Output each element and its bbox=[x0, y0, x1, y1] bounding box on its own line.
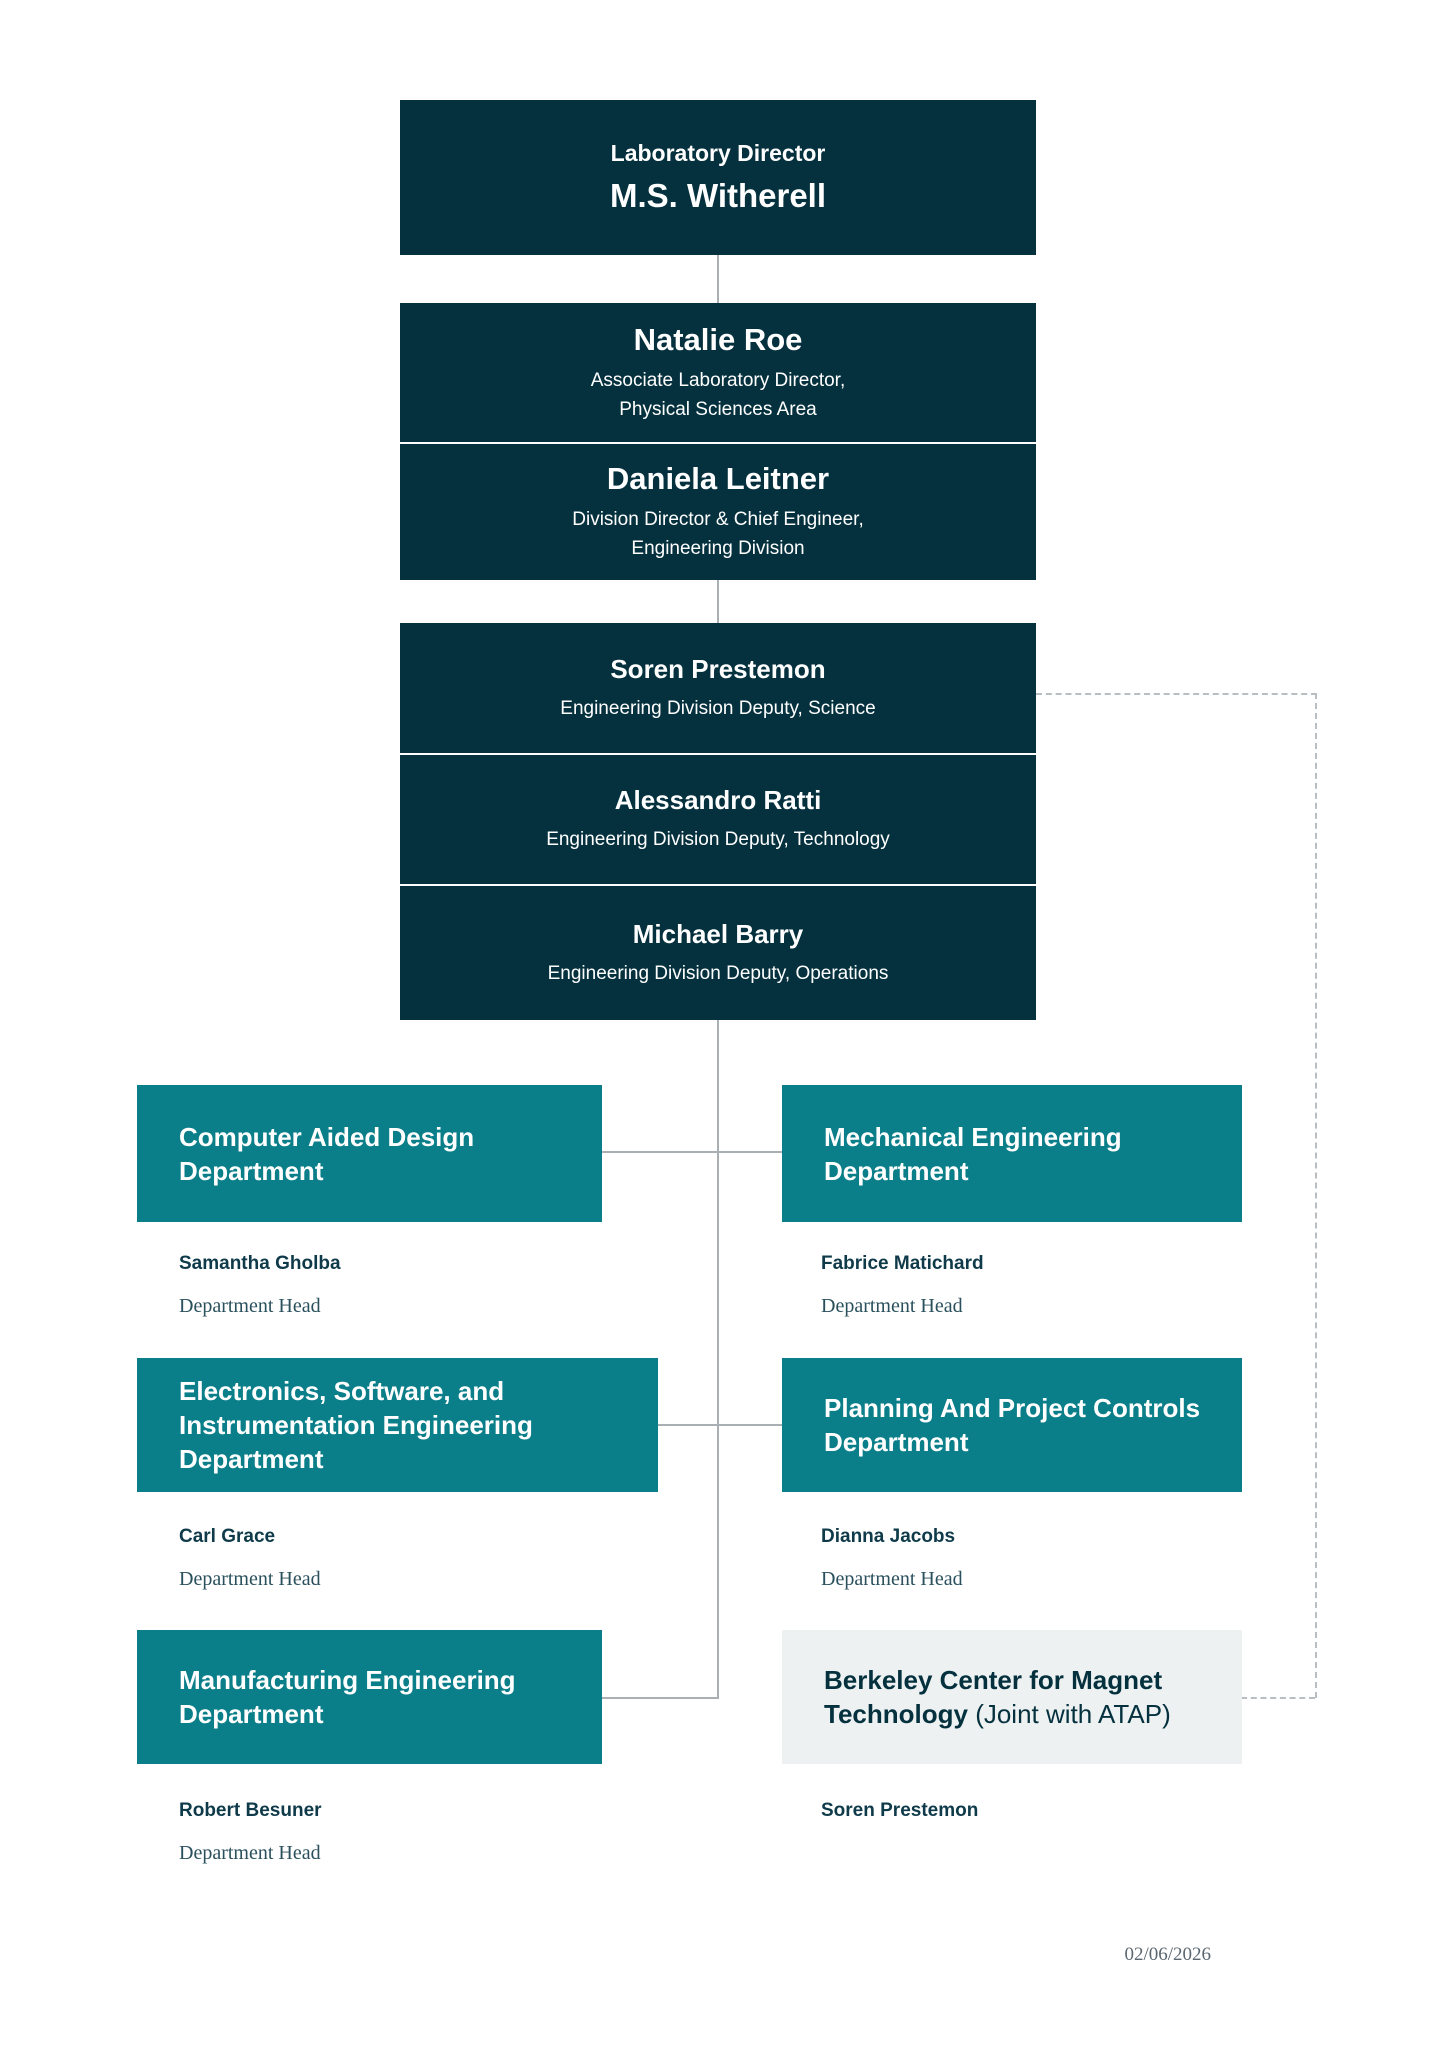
dept-box-mechanical-engineering: Mechanical Engineering Department bbox=[782, 1085, 1242, 1222]
dept-title: Computer Aided Design Department bbox=[179, 1121, 475, 1186]
dept-head-role: Department Head bbox=[179, 1842, 321, 1864]
dashed-connector-right bbox=[1315, 693, 1317, 1698]
deputy-name: Alessandro Ratti bbox=[614, 785, 822, 815]
dept-head-role: Department Head bbox=[179, 1295, 321, 1317]
leader-role: Division Director & Chief Engineer, bbox=[572, 509, 864, 530]
date-stamp: 02/06/2026 bbox=[1124, 1944, 1211, 1965]
dept-box-electronics-software-instrumentation: Electronics, Software, and Instrumentati… bbox=[137, 1358, 658, 1492]
dept-head-name: Dianna Jacobs bbox=[821, 1526, 956, 1547]
connector-main-vertical bbox=[717, 1020, 719, 1699]
leader-role: Associate Laboratory Director, bbox=[590, 369, 846, 391]
deputy-name: Michael Barry bbox=[632, 918, 804, 949]
dept-head-role: Department Head bbox=[179, 1568, 321, 1590]
deputy-box-alessandro-ratti: Alessandro Ratti Engineering Division De… bbox=[400, 755, 1036, 884]
dept-title-suffix: (Joint with ATAP) bbox=[967, 1699, 1171, 1729]
dept-head-name: Carl Grace bbox=[179, 1526, 276, 1547]
connector-row1-horizontal bbox=[602, 1151, 782, 1153]
deputy-role: Engineering Division Deputy, Science bbox=[560, 697, 876, 719]
dept-head-name: Samantha Gholba bbox=[179, 1253, 341, 1274]
dept-title: Electronics, Software, and Instrumentati… bbox=[179, 1376, 533, 1474]
leader-name: Natalie Roe bbox=[633, 321, 803, 357]
dept-head-name: Soren Prestemon bbox=[821, 1800, 979, 1821]
leader-box-daniela-leitner: Daniela Leitner Division Director & Chie… bbox=[400, 444, 1036, 580]
connector-leaders-to-deputies bbox=[717, 580, 719, 623]
dept-head-role: Department Head bbox=[821, 1295, 963, 1317]
director-name: M.S. Witherell bbox=[609, 177, 827, 214]
dept-title: Planning And Project Controls Department bbox=[824, 1393, 1201, 1457]
dept-title: Berkeley Center for Magnet Technology (J… bbox=[824, 1663, 1214, 1731]
dept-head-name: Fabrice Matichard bbox=[821, 1253, 984, 1274]
deputy-role: Engineering Division Deputy, Operations bbox=[547, 962, 889, 984]
deputy-name: Soren Prestemon bbox=[610, 653, 826, 684]
dept-title: Mechanical Engineering Department bbox=[824, 1121, 1122, 1186]
dept-title: Manufacturing Engineering Department bbox=[179, 1665, 516, 1729]
deputy-box-soren-prestemon: Soren Prestemon Engineering Division Dep… bbox=[400, 623, 1036, 753]
leader-box-natalie-roe: Natalie Roe Associate Laboratory Directo… bbox=[400, 303, 1036, 442]
director-title: Laboratory Director bbox=[610, 140, 826, 166]
dashed-connector-top bbox=[1036, 693, 1317, 695]
connector-row3-horizontal bbox=[601, 1697, 719, 1699]
leader-role: Engineering Division bbox=[631, 538, 805, 559]
dept-title-bold: Berkeley Center for Magnet Technology bbox=[824, 1665, 1163, 1729]
dept-head-role: Department Head bbox=[821, 1568, 963, 1590]
dept-head-name: Robert Besuner bbox=[179, 1800, 322, 1821]
leader-name: Daniela Leitner bbox=[606, 461, 830, 496]
deputy-role: Engineering Division Deputy, Technology bbox=[546, 829, 890, 850]
connector-row2-horizontal bbox=[658, 1424, 782, 1426]
leader-role: Physical Sciences Area bbox=[619, 398, 817, 420]
dept-box-berkeley-center-magnet-technology: Berkeley Center for Magnet Technology (J… bbox=[782, 1630, 1242, 1764]
director-box: Laboratory Director M.S. Witherell bbox=[400, 100, 1036, 255]
dept-box-manufacturing-engineering: Manufacturing Engineering Department bbox=[137, 1630, 602, 1764]
dept-box-planning-project-controls: Planning And Project Controls Department bbox=[782, 1358, 1242, 1492]
connector-director-to-ald bbox=[717, 255, 719, 303]
dept-box-computer-aided-design: Computer Aided Design Department bbox=[137, 1085, 602, 1222]
dashed-connector-bottom bbox=[1212, 1697, 1315, 1699]
deputy-box-michael-barry: Michael Barry Engineering Division Deput… bbox=[400, 886, 1036, 1020]
